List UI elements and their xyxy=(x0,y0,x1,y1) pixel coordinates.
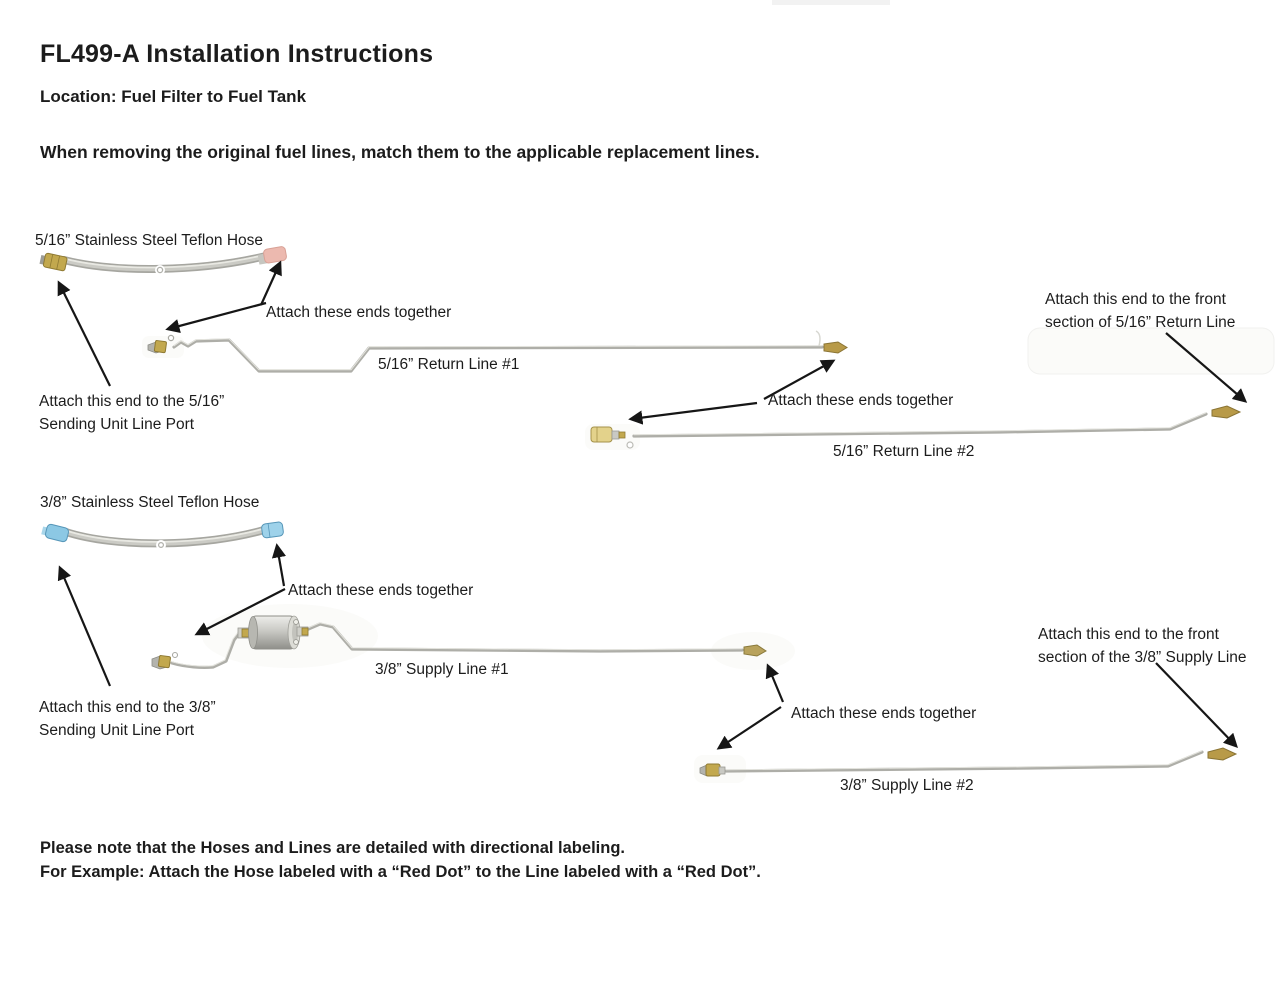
supply-line-1-right-fitting xyxy=(743,644,767,657)
footer-note-line1: Please note that the Hoses and Lines are… xyxy=(40,839,625,857)
arrow-attach-516-hose-up xyxy=(259,260,282,306)
note-front-section-516: Attach this end to the front section of … xyxy=(1045,291,1236,331)
arrow-attach-516-lines-up xyxy=(763,359,836,400)
arrow-note-front-38-to-line2 xyxy=(1155,662,1238,749)
arrow-note-sending-516-to-hose xyxy=(57,280,111,387)
attach-ends-label-516-hose: Attach these ends together xyxy=(266,304,452,321)
return-line-2-right-fitting xyxy=(1211,405,1242,419)
top-edge-artifact xyxy=(772,0,890,5)
hose-38-graphic xyxy=(41,521,284,550)
note-sending-unit-38: Attach this end to the 3/8” Sending Unit… xyxy=(39,699,216,739)
arrow-attach-38-lines-up xyxy=(765,663,785,703)
return-line-1-graphic xyxy=(147,330,848,373)
arrow-attach-38-lines-down xyxy=(716,706,782,750)
return-line-1-left-fitting xyxy=(147,334,175,354)
supply-line-1-graphic xyxy=(151,615,767,670)
arrow-attach-516-lines-down xyxy=(628,401,758,425)
arrow-note-sending-38-to-hose xyxy=(57,565,112,687)
location-subtitle: Location: Fuel Filter to Fuel Tank xyxy=(40,87,307,106)
intro-note: When removing the original fuel lines, m… xyxy=(40,142,760,162)
photo-background-blob xyxy=(1027,327,1275,375)
footer-note: Please note that the Hoses and Lines are… xyxy=(40,836,761,884)
footer-note-line2: For Example: Attach the Hose labeled wit… xyxy=(40,863,761,881)
hose-38-right-fitting xyxy=(261,521,284,539)
return-line-1-right-fitting xyxy=(815,330,848,354)
note-front-section-38: Attach this end to the front section of … xyxy=(1038,626,1247,666)
hose-516-label: 5/16” Stainless Steel Teflon Hose xyxy=(35,232,264,249)
supply-line-2-graphic xyxy=(699,747,1238,777)
attach-ends-label-516-lines: Attach these ends together xyxy=(768,392,954,409)
hose-38-label: 3/8” Stainless Steel Teflon Hose xyxy=(40,494,260,511)
return-line-2-graphic xyxy=(590,405,1242,449)
supply-line-2-right-fitting xyxy=(1207,747,1238,761)
page-title: FL499-A Installation Instructions xyxy=(40,40,434,68)
return-line-1-label: 5/16” Return Line #1 xyxy=(378,356,520,373)
return-line-2-left-fitting xyxy=(590,426,634,449)
supply-line-1-left-fitting xyxy=(151,651,179,670)
supply-line-2-left-fitting xyxy=(699,763,726,777)
attach-ends-label-38-hose: Attach these ends together xyxy=(288,582,474,599)
hose-38-center-joint xyxy=(156,540,166,550)
arrow-attach-516-hose-down xyxy=(165,301,267,333)
supply-line-1-label: 3/8” Supply Line #1 xyxy=(375,661,509,678)
note-sending-unit-516: Attach this end to the 5/16” Sending Uni… xyxy=(39,393,225,433)
arrow-attach-38-hose-down xyxy=(194,588,286,636)
fuel-filter-graphic xyxy=(237,615,309,650)
hose-516-left-fitting xyxy=(39,252,68,272)
arrow-attach-38-hose-up xyxy=(271,543,287,587)
arrow-note-front-516-to-line2 xyxy=(1165,332,1248,403)
hose-38-left-fitting xyxy=(41,523,70,543)
attach-ends-label-38-lines: Attach these ends together xyxy=(791,705,977,722)
return-line-2-label: 5/16” Return Line #2 xyxy=(833,443,975,460)
hose-516-graphic xyxy=(39,246,287,275)
hose-516-center-joint xyxy=(155,265,165,275)
supply-line-2-label: 3/8” Supply Line #2 xyxy=(840,777,974,794)
